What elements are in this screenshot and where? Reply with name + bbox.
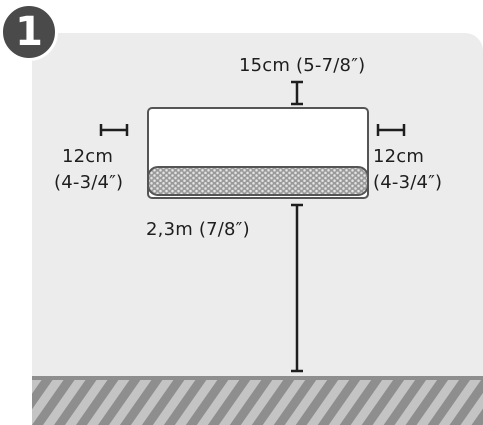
height-clearance-marker [291,203,303,373]
left-clearance-label-imperial: (4-3/4″) [54,172,124,193]
right-clearance-label-value: 12cm [373,146,425,167]
wall-mounted-air-conditioner-icon [147,107,369,199]
floor-top-edge [32,376,483,380]
right-clearance-label-imperial: (4-3/4″) [373,172,443,193]
top-clearance-marker [291,80,303,106]
floor-hatch [32,376,483,425]
floor [32,376,483,425]
unit-grille [147,166,369,196]
top-clearance-label: 15cm (5-7/8″) [239,55,366,76]
right-clearance-marker [376,124,406,136]
left-clearance-marker [99,124,129,136]
height-clearance-label: 2,3m (7/8″) [146,219,250,240]
panel-background [32,33,483,425]
left-clearance-label-value: 12cm [62,146,114,167]
step-number-badge: 1 [0,3,58,61]
